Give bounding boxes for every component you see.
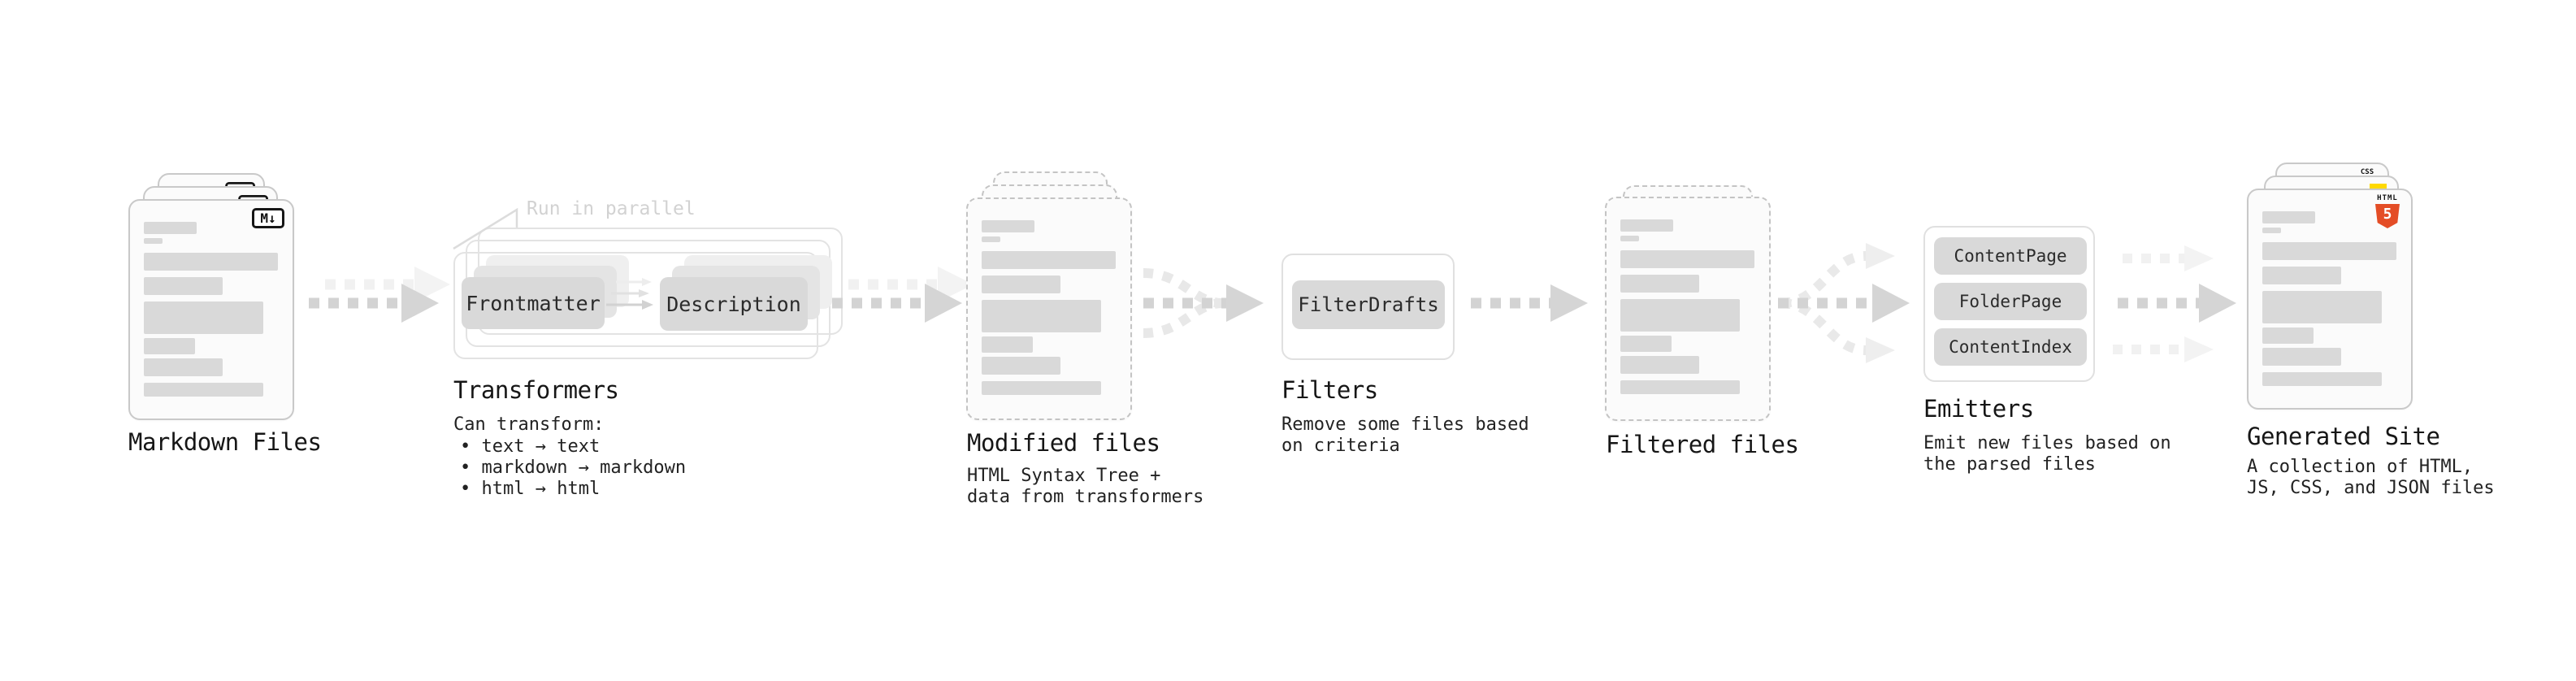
- modified-caption-line: data from transformers: [967, 487, 1204, 507]
- transformer-description-pill: Description: [660, 277, 808, 331]
- document: M↓: [128, 199, 294, 420]
- emitter-content-index-pill: ContentIndex: [1934, 328, 2087, 366]
- placeholder-text-bars: [982, 220, 1117, 409]
- emitter-folder-page-pill: FolderPage: [1934, 283, 2087, 320]
- document: [966, 197, 1132, 420]
- flow-arrow-markdown-to-transformers: [309, 267, 450, 323]
- placeholder-text-bars: [2262, 211, 2397, 398]
- emitters-caption-line: the parsed files: [1923, 454, 2096, 475]
- stage-label-filtered-files: Filtered files: [1606, 431, 1799, 458]
- generated-caption-line: JS, CSS, and JSON files: [2247, 478, 2495, 498]
- modified-caption-line: HTML Syntax Tree +: [967, 466, 1161, 486]
- filters-caption-line: Remove some files based: [1281, 414, 1529, 435]
- html5-icon: HTML 5: [2374, 195, 2401, 228]
- stage-label-modified-files: Modified files: [967, 429, 1160, 457]
- document: [1605, 197, 1771, 421]
- generated-caption-line: A collection of HTML,: [2247, 457, 2474, 477]
- stage-label-emitters: Emitters: [1923, 395, 2034, 423]
- js-icon: [2370, 184, 2387, 192]
- stage-label-transformers: Transformers: [453, 376, 619, 404]
- emitter-content-page-pill: ContentPage: [1934, 237, 2087, 275]
- run-in-parallel-annotation: Run in parallel: [527, 198, 696, 219]
- annotation-connector-line: [453, 207, 518, 250]
- markdown-icon: M↓: [252, 208, 284, 228]
- transformers-bullet: • html → html: [460, 479, 601, 499]
- flow-arrow-filters-to-filtered: [1471, 284, 1588, 322]
- flow-arrow-modified-to-filters: [1143, 268, 1264, 338]
- pill-link-arrows: [606, 278, 653, 310]
- placeholder-text-bars: [144, 222, 279, 409]
- flow-arrow-emitters-to-site: [2113, 245, 2236, 362]
- flow-arrow-transformers-to-modified: [832, 267, 974, 323]
- document: HTML 5: [2247, 189, 2413, 410]
- transformer-frontmatter-pill: Frontmatter: [462, 277, 605, 329]
- stage-label-markdown-files: Markdown Files: [128, 428, 322, 456]
- placeholder-text-bars: [1620, 219, 1755, 410]
- filters-caption-line: on criteria: [1281, 436, 1400, 456]
- stage-label-filters: Filters: [1281, 376, 1378, 404]
- transformers-bullet: • markdown → markdown: [460, 458, 687, 478]
- transformers-caption-title: Can transform:: [453, 414, 605, 435]
- flow-arrow-filtered-to-emitters: [1778, 243, 1910, 363]
- transformers-bullet: • text → text: [460, 436, 601, 457]
- stage-label-generated-site: Generated Site: [2247, 423, 2440, 450]
- emitters-caption-line: Emit new files based on: [1923, 433, 2171, 453]
- filter-drafts-pill: FilterDrafts: [1292, 280, 1445, 329]
